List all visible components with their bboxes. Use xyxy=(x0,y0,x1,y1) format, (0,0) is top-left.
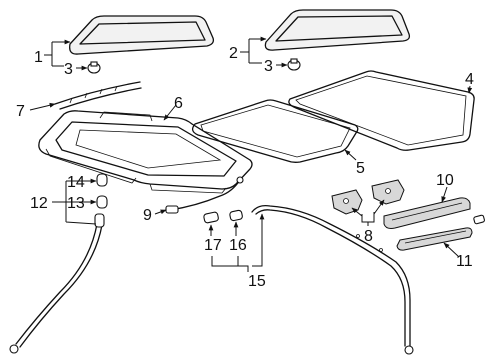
front-glass-weatherstrip xyxy=(191,99,359,163)
sunshade-bracket-right xyxy=(371,179,405,205)
sunshade-front-trim xyxy=(383,197,485,229)
callout-14: 14 xyxy=(67,174,85,191)
rear-glass-weatherstrip xyxy=(288,70,475,151)
callout-3-front: 3 xyxy=(64,61,73,78)
callout-labels: 1 3 2 3 4 5 6 7 8 9 10 11 12 13 14 15 16… xyxy=(16,45,474,290)
drive-cable xyxy=(165,176,244,214)
rear-drain-hose xyxy=(251,204,414,355)
drain-elbow-lower xyxy=(96,195,108,209)
callout-2: 2 xyxy=(229,45,238,62)
glass-clip-front xyxy=(87,61,101,74)
callout-13: 13 xyxy=(67,195,85,212)
callout-12: 12 xyxy=(30,195,48,212)
sunroof-frame xyxy=(38,110,253,194)
hose-connector-16 xyxy=(229,209,243,222)
callout-15: 15 xyxy=(248,273,266,290)
callout-3-rear: 3 xyxy=(264,58,273,75)
front-glass-panel xyxy=(69,15,215,55)
callout-17: 17 xyxy=(204,237,222,254)
sunshade-rear-trim xyxy=(396,227,473,251)
callout-5: 5 xyxy=(356,160,365,177)
callout-4: 4 xyxy=(465,71,474,88)
sunshade-bracket-left xyxy=(331,189,363,215)
callout-6: 6 xyxy=(174,95,183,112)
callout-1: 1 xyxy=(34,49,43,66)
callout-9: 9 xyxy=(143,207,152,224)
drain-elbow-upper xyxy=(96,173,108,187)
leader-lines xyxy=(29,36,473,272)
wind-deflector xyxy=(54,81,142,110)
front-drain-hose xyxy=(9,213,105,354)
hose-connector-17 xyxy=(203,211,219,224)
callout-8: 8 xyxy=(364,228,373,245)
callout-11: 11 xyxy=(456,253,473,270)
callout-7: 7 xyxy=(16,103,25,120)
callout-10: 10 xyxy=(436,172,454,189)
rear-glass-panel xyxy=(264,9,411,51)
glass-clip-rear xyxy=(287,58,301,71)
callout-16: 16 xyxy=(229,237,247,254)
